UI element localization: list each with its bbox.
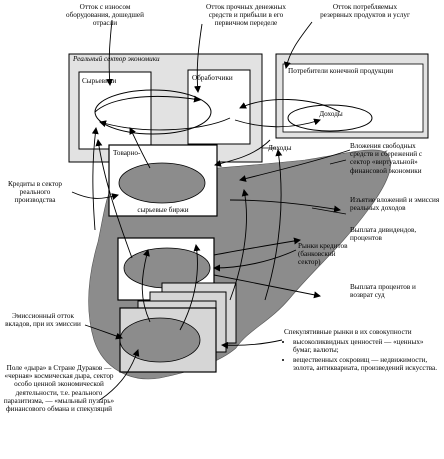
- outflow-depreciation-label: Отток с износом оборудования, дошедшей о…: [66, 3, 144, 28]
- speculative-ellipse: [119, 317, 201, 363]
- leader-withdrawal: [311, 207, 347, 215]
- flow-consumers-to-processors: [239, 99, 341, 113]
- flow-long-loop: [229, 189, 249, 301]
- flow-savings-inflow: [239, 149, 351, 182]
- flow-incomes-to-exchange: [214, 139, 271, 167]
- speculative-title: Спекулятивные рынки в их совокупности: [284, 328, 412, 336]
- flow-speculative-up: [141, 249, 151, 323]
- flow-black-hole-pointer: [99, 349, 140, 401]
- black-hole-label: Поле «дыра» в Стране Дураков — «черная» …: [3, 364, 115, 414]
- flow-emission-outflow: [84, 324, 123, 340]
- interest-label: Выплата процентов и возврат суд: [350, 283, 416, 300]
- speculative-markets-note: Спекулятивные рынки в их совокупности вы…: [284, 328, 440, 373]
- flow-credits-real-sector: [71, 191, 119, 200]
- commodity-ellipse: [118, 162, 206, 204]
- inflow-savings-label: Вложения свободных средств и сбережений …: [350, 142, 423, 175]
- outflow-cash-label: Отток прочных денежных средств и прибыли…: [206, 3, 286, 28]
- flow-dividends: [213, 237, 301, 256]
- flow-processors-to-consumers: [234, 118, 321, 128]
- flow-long-loop-2: [264, 149, 283, 301]
- incomes-middle-label: Доходы: [268, 144, 292, 152]
- flow-credit-market-pointer: [213, 249, 297, 272]
- flow-outflow-cash: [193, 23, 203, 93]
- consumers-final-label: Потребители конечной продукции: [288, 67, 394, 75]
- speculative-list: высоколиквидных ценностей — «ценных» бум…: [284, 338, 440, 372]
- incomes-consumers-label: Доходы: [319, 110, 343, 118]
- flow-outflow-consumer: [283, 21, 313, 69]
- raw-materials-label: Сырьевики: [82, 77, 117, 85]
- consumers-ellipse: [287, 104, 373, 132]
- flow-speculative-up-2: [179, 244, 201, 331]
- flow-speculative-note-pointer: [221, 339, 283, 349]
- flow-outflow-depreciation: [106, 19, 114, 86]
- leader-savings: [329, 159, 347, 165]
- speculative-item-treasures: вещественных сокровищ — недвижимости, зо…: [293, 356, 440, 372]
- speculative-item-securities: высоколиквидных ценностей — «ценных» бум…: [293, 338, 440, 354]
- flow-raw-to-processors: [94, 95, 201, 113]
- consumers-inner-box: [282, 63, 424, 133]
- processors-label: Обработчики: [192, 74, 233, 82]
- raw-materials-box: [78, 71, 152, 150]
- flow-withdrawal: [229, 199, 341, 213]
- outflow-consumer-label: Отток потребляемых резервных продуктов и…: [320, 3, 410, 20]
- credit-markets-label: Рынки кредитов (банковский сектор): [298, 242, 348, 267]
- flow-credit-up-2: [91, 127, 99, 231]
- flow-credit-up: [95, 139, 133, 259]
- commodity-top-label: Товарно-: [113, 149, 141, 157]
- emission-outflow-label: Эмиссионный отток вкладов, при их эмисси…: [5, 312, 81, 329]
- flow-exchange-to-real: [129, 127, 151, 169]
- credits-real-sector-label: Кредиты в сектор реального производства: [7, 180, 63, 205]
- commodity-bottom-label: сырьевые биржи: [137, 206, 189, 214]
- flow-processors-to-raw: [99, 117, 231, 131]
- dividends-label: Выплата дивидендов, процентов: [350, 226, 417, 243]
- real-sector-title: Реальный сектор экономики: [73, 55, 160, 63]
- withdrawal-label: Изъятие вложений и эмиссия реальных дохо…: [350, 196, 440, 213]
